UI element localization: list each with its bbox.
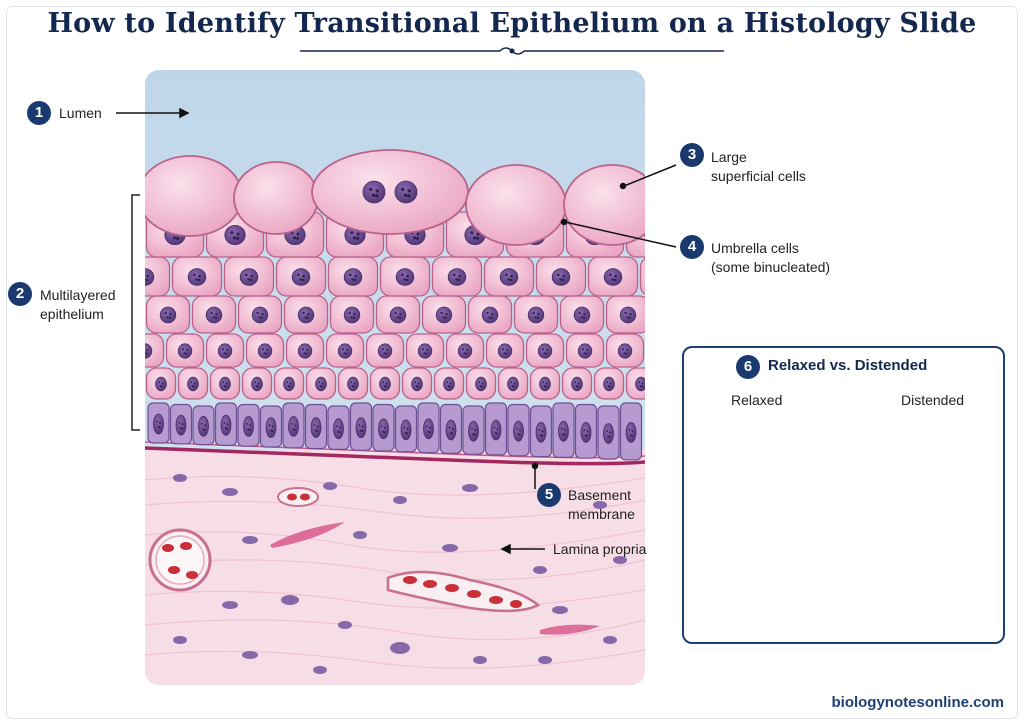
multilayer-bracket [131, 194, 140, 431]
basal-cell-layer [147, 402, 643, 461]
distended-label: Distended [901, 392, 965, 408]
umbrella-cells-label: Umbrella cells(some binucleated) [711, 240, 831, 275]
fibroblast-nuclei [173, 474, 627, 674]
site-credit: biologynotesonline.com [831, 694, 1004, 711]
lumen-label: Lumen [59, 105, 102, 121]
pointer-lines [116, 107, 677, 555]
umbrella-cell-layer [145, 149, 645, 246]
label-5-badge: 5 [537, 483, 561, 507]
title-ornament [300, 47, 724, 55]
inset-title: Relaxed vs. Distended [768, 357, 928, 374]
lamina-propria-label: Lamina propria [553, 541, 647, 557]
blood-vessel-small [277, 487, 319, 507]
main-histology-panel [145, 70, 645, 685]
relaxed-label: Relaxed [731, 392, 783, 408]
smooth-muscle-strands [270, 522, 600, 635]
label-3-badge: 3 [680, 143, 704, 167]
page-title: How to Identify Transitional Epithelium … [47, 8, 977, 39]
label-1-badge: 1 [27, 101, 51, 125]
label-4-badge: 4 [680, 235, 704, 259]
blood-vessel-elongated [386, 570, 541, 613]
blood-vessel-round [148, 528, 212, 592]
basement-membrane [145, 446, 645, 466]
connective-fibers [145, 475, 645, 669]
relaxed-vs-distended-inset [682, 346, 1005, 644]
label-6-badge: 6 [736, 355, 760, 379]
label-2-badge: 2 [8, 282, 32, 306]
page-frame [6, 6, 1018, 719]
